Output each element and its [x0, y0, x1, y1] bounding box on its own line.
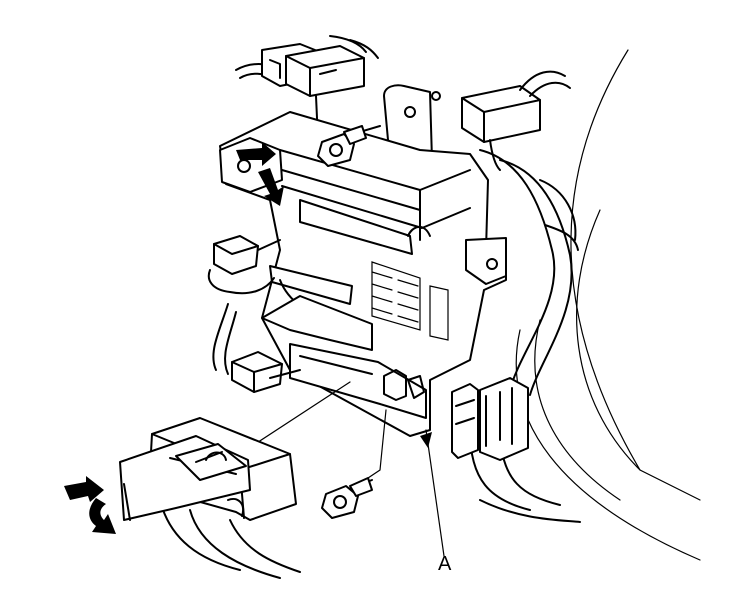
connector-top-right	[461, 70, 571, 171]
panel-edge-lines	[515, 49, 701, 561]
arrow-icon	[258, 168, 284, 206]
connector-left-lower	[212, 303, 301, 393]
fuse-box-body	[219, 111, 507, 437]
connector-right-side	[451, 377, 529, 461]
connector-left-upper	[219, 137, 284, 206]
arrow-icon	[64, 476, 104, 502]
rotation-arrows	[64, 476, 116, 534]
connector-bottom-left	[119, 417, 301, 579]
arrow-icon	[236, 142, 276, 166]
bolt-icon	[321, 477, 373, 519]
fuse-grid	[371, 261, 449, 341]
connector-left-middle	[207, 235, 281, 295]
arrow-icon	[89, 498, 116, 534]
bolt-icon	[317, 125, 381, 167]
connector-top-left	[235, 35, 379, 141]
callout-label-a: A	[438, 553, 452, 575]
